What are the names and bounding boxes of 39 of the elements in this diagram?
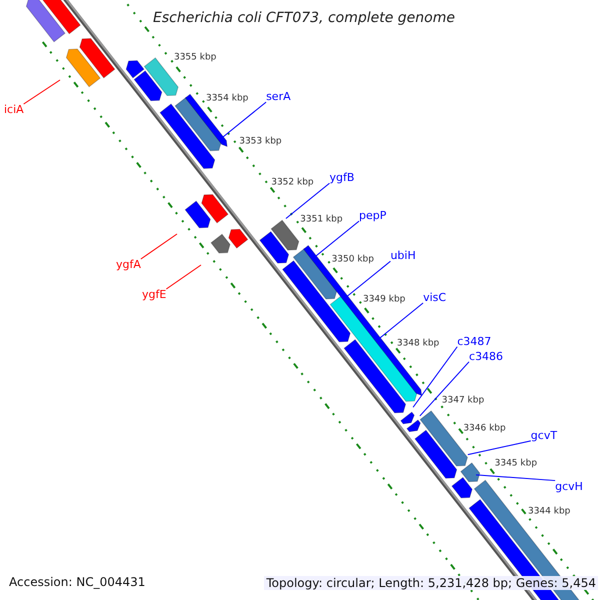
- leader-line: [476, 474, 556, 482]
- scale-label: 3349 kbp: [362, 296, 406, 305]
- leader-line: [23, 80, 60, 104]
- leader-line: [222, 102, 267, 138]
- leader-line: [379, 302, 424, 339]
- scale-label: 3344 kbp: [528, 507, 570, 516]
- scale-label: 3346 kbp: [463, 424, 506, 434]
- map-title: Escherichia coli CFT073, complete genome: [153, 11, 455, 25]
- gene-label: pepP: [359, 210, 386, 222]
- scale-label: 3351 kbp: [300, 216, 343, 225]
- gene-label: ygfB: [330, 172, 354, 184]
- leader-line: [140, 234, 178, 260]
- scale-label: 3354 kbp: [206, 94, 248, 104]
- scale-label: 3350 kbp: [332, 256, 374, 265]
- leader-line: [166, 264, 202, 290]
- leader-line: [467, 440, 532, 456]
- leader-line: [346, 260, 391, 298]
- gene-label: serA: [266, 91, 291, 102]
- leader-line: [315, 220, 360, 257]
- gene-label: c3487: [457, 336, 492, 347]
- gene-label: iciA: [4, 104, 24, 115]
- gene-label: ygfA: [116, 259, 141, 270]
- gene-label: gcvH: [555, 480, 583, 492]
- gene-label: gcvT: [530, 430, 558, 441]
- footer-text: Accession: NC_004431: [9, 576, 146, 588]
- scale-label: 3345 kbp: [494, 460, 538, 469]
- gene-label: ygfE: [142, 289, 166, 300]
- leader-line: [419, 361, 470, 416]
- scale-label: 3353 kbp: [239, 138, 282, 146]
- scale-label: 3352 kbp: [271, 178, 314, 188]
- leader-line: [285, 182, 330, 220]
- gene-label: visC: [423, 292, 446, 304]
- gene-label: ubiH: [390, 250, 416, 262]
- footer-text: Topology: circular; Length: 5,231,428 bp; Genes: 5,454: [264, 576, 598, 590]
- leader-line: [412, 346, 458, 408]
- scale-label: 3355 kbp: [174, 54, 216, 63]
- scale-label: 3348 kbp: [396, 339, 440, 348]
- scale-label: 3347 kbp: [442, 396, 484, 406]
- gene-label: c3486: [469, 350, 504, 362]
